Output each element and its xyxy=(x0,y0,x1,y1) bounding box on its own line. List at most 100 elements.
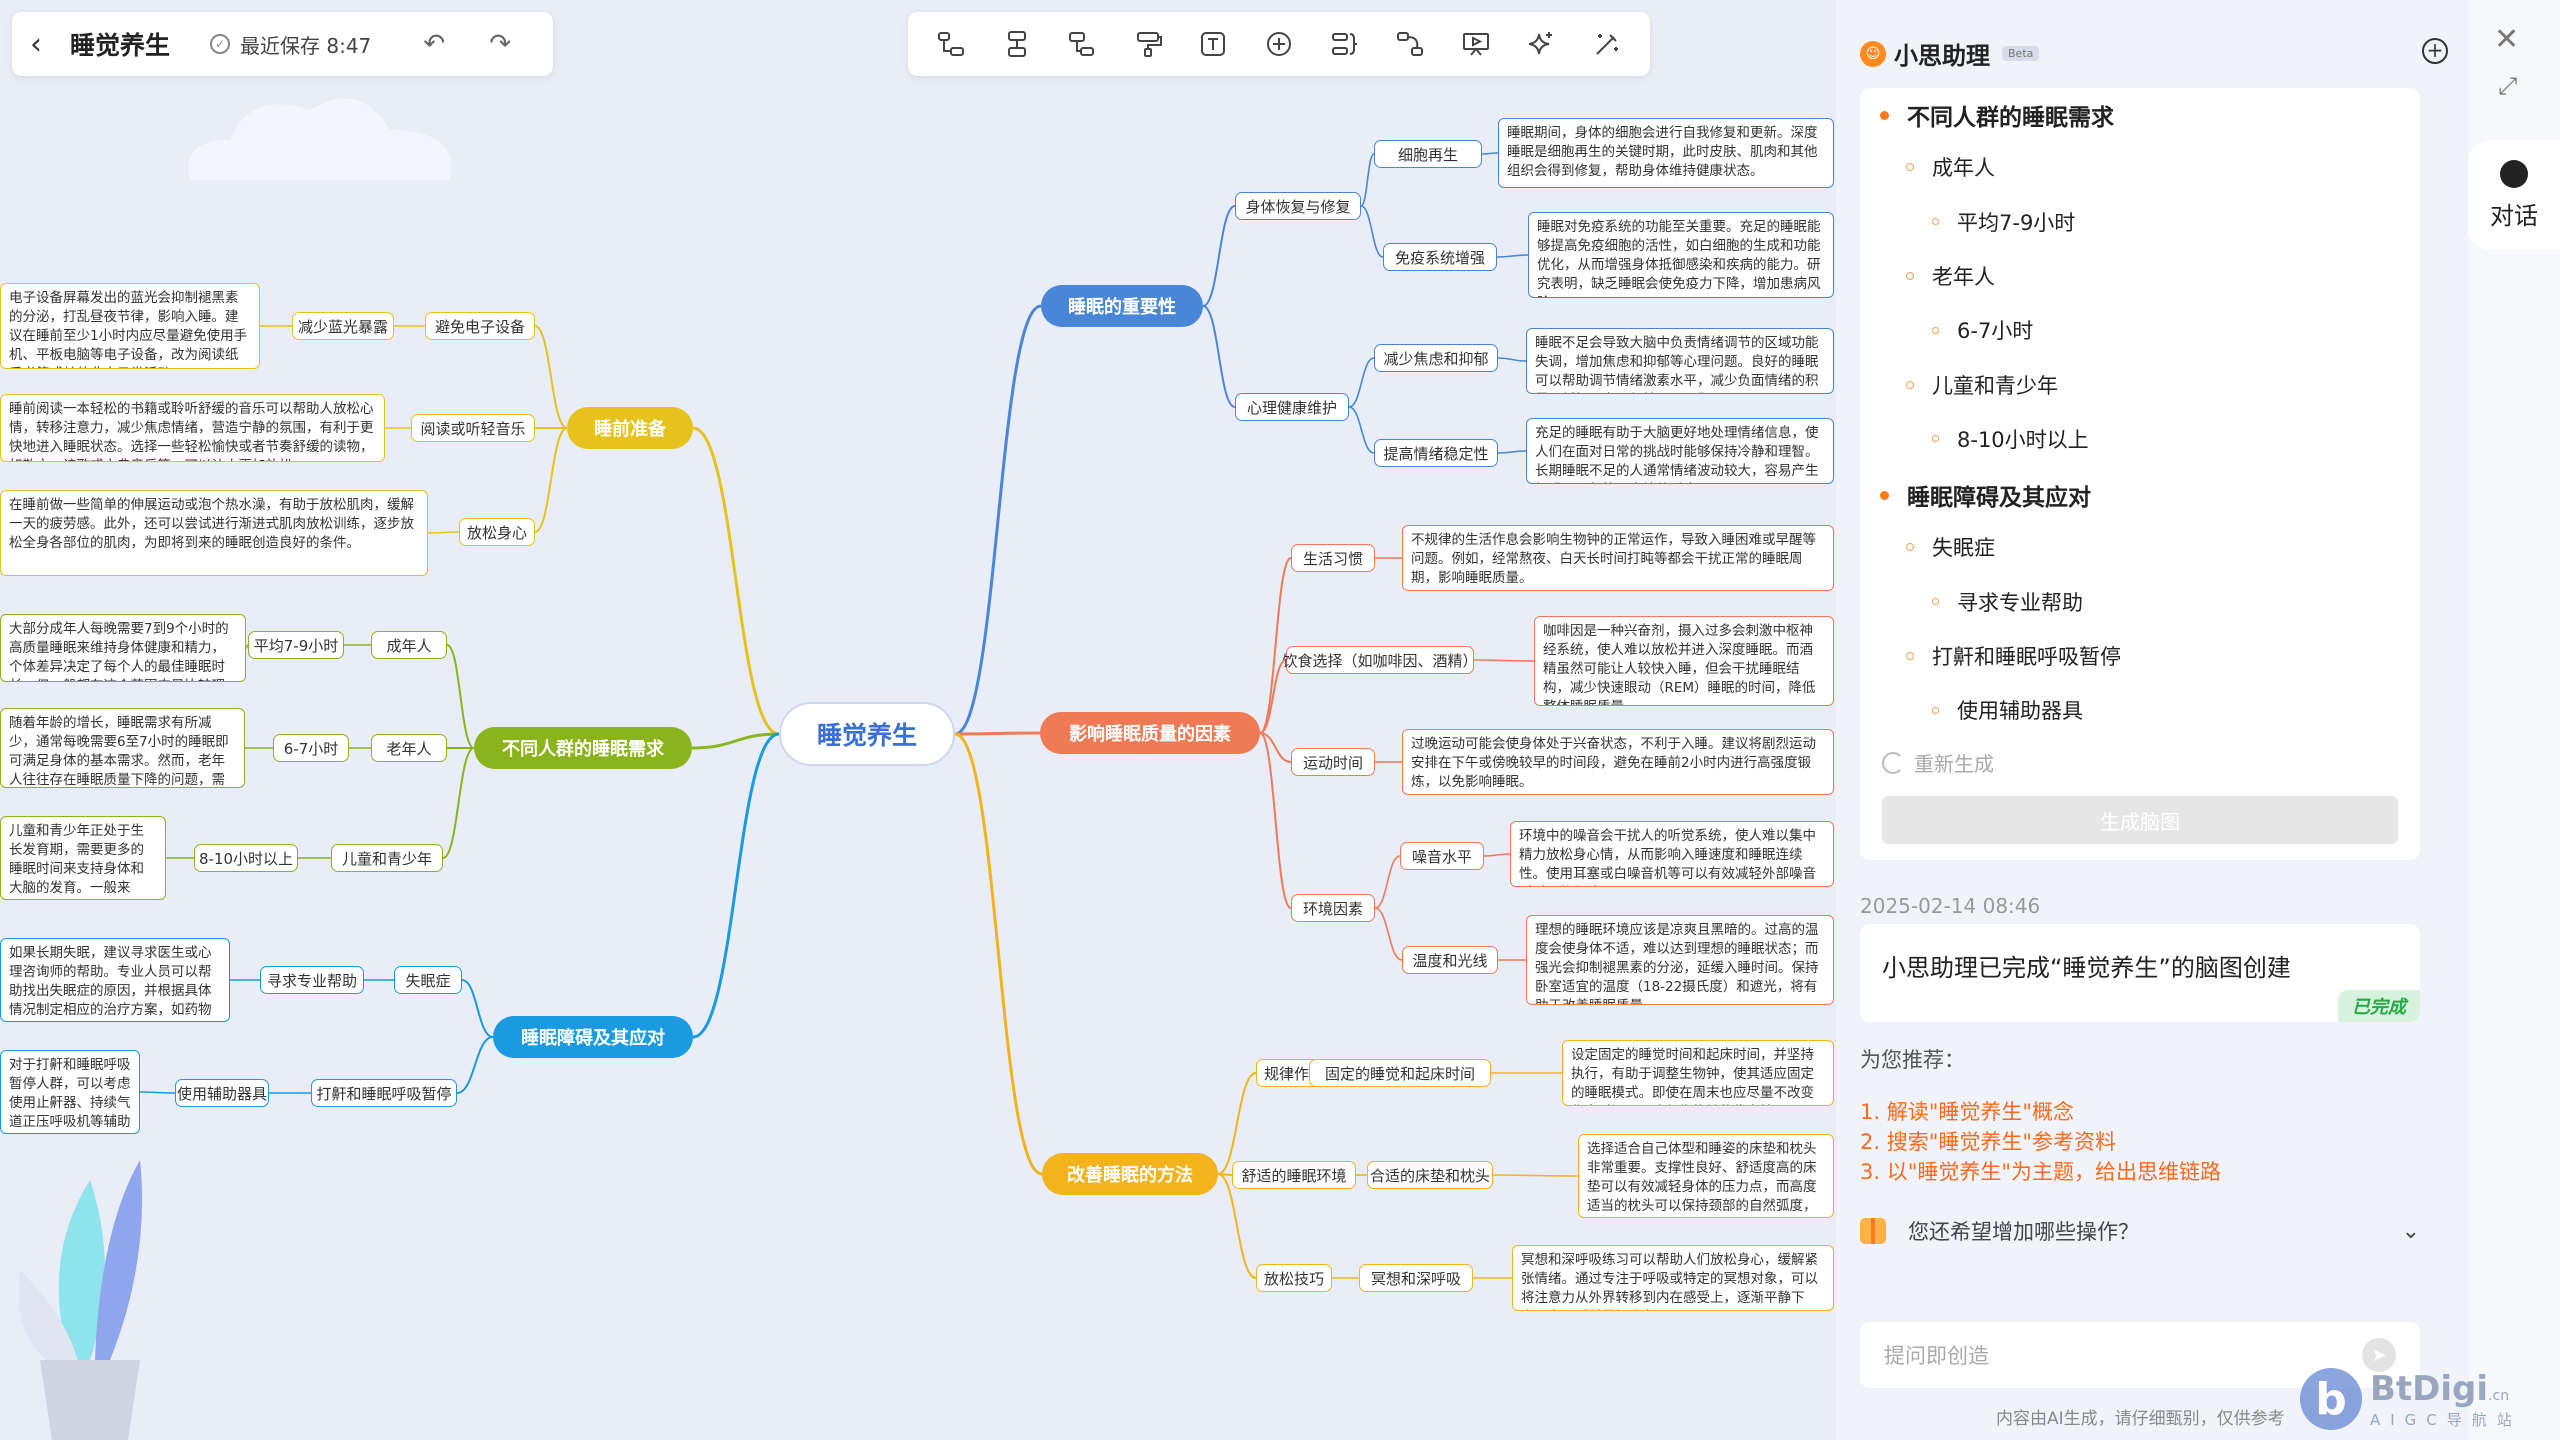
topic-node-4-3[interactable]: 放松身心 xyxy=(459,518,535,546)
magic-wand-icon[interactable] xyxy=(1584,21,1630,67)
leaf-node-6-1-1[interactable]: 寻求专业帮助 xyxy=(260,966,364,994)
leaf-node-4-1-1[interactable]: 减少蓝光暴露 xyxy=(292,312,394,340)
completion-message: 小思助理已完成“睡觉养生”的脑图创建 已完成 xyxy=(1860,924,2420,1022)
redo-icon[interactable]: ↷ xyxy=(489,29,512,59)
new-chat-icon[interactable]: + xyxy=(2422,38,2448,64)
desc-box-1-2-1[interactable]: 睡眠不足会导致大脑中负责情绪调节的区域功能失调，增加焦虑和抑郁等心理问题。良好的… xyxy=(1526,328,1834,394)
topic-node-1-2[interactable]: 心理健康维护 xyxy=(1235,393,1349,421)
desc-box-5-2-1[interactable]: 随着年龄的增长，睡眠需求有所减少，通常每晚需要6至7小时的睡眠即可满足身体的基本… xyxy=(0,708,245,788)
desc-box-1-1-1[interactable]: 睡眠期间，身体的细胞会进行自我修复和更新。深度睡眠是细胞再生的关键时期，此时皮肤… xyxy=(1498,118,1834,188)
link-line xyxy=(954,304,1042,736)
document-title[interactable]: 睡觉养生 xyxy=(70,31,171,60)
format-painter-icon[interactable] xyxy=(1125,21,1171,67)
leaf-node-3-3-1[interactable]: 冥想和深呼吸 xyxy=(1359,1264,1473,1292)
desc-box-3-3-1[interactable]: 冥想和深呼吸练习可以帮助人们放松身心，缓解紧张情绪。通过专注于呼吸或特定的冥想对… xyxy=(1512,1245,1834,1311)
desc-box-1-1-2[interactable]: 睡眠对免疫系统的功能至关重要。充足的睡眠能够提高免疫细胞的活性，如白细胞的生成和… xyxy=(1528,212,1834,298)
link-line xyxy=(1217,1173,1257,1279)
leaf-node-1-1-1[interactable]: 细胞再生 xyxy=(1374,140,1482,168)
ai-sparkle-icon[interactable] xyxy=(1518,21,1564,67)
leaf-node-2-4-1[interactable]: 噪音水平 xyxy=(1400,842,1484,870)
desc-box-2-2[interactable]: 咖啡因是一种兴奋剂，摄入过多会刺激中枢神经系统，使人难以放松并进入深度睡眠。而酒… xyxy=(1534,616,1834,706)
outline-item-text: 使用辅助器具 xyxy=(1957,699,2083,724)
regenerate-button[interactable]: 重新生成 xyxy=(1882,748,1994,777)
send-icon[interactable]: ➤ xyxy=(2362,1338,2396,1372)
chat-tab[interactable]: 对话 xyxy=(2468,140,2560,250)
leaf-node-1-2-1[interactable]: 减少焦虑和抑郁 xyxy=(1374,344,1498,372)
desc-box-2-4-1[interactable]: 环境中的噪音会干扰人的听觉系统，使人难以集中精力放松身心情，从而影响入睡速度和睡… xyxy=(1510,821,1834,887)
desc-box-3-2-1[interactable]: 选择适合自己体型和睡姿的床垫和枕头非常重要。支撑性良好、舒适度高的床垫可以有效减… xyxy=(1578,1134,1834,1218)
topic-node-2-3[interactable]: 运动时间 xyxy=(1291,748,1375,776)
close-icon[interactable]: ✕ xyxy=(2494,22,2520,57)
link-line xyxy=(1259,659,1287,734)
topic-node-2-2[interactable]: 饮食选择（如咖啡因、酒精） xyxy=(1283,646,1478,674)
leaf-node-5-3-1[interactable]: 8-10小时以上 xyxy=(194,844,298,872)
desc-box-4-3[interactable]: 在睡前做一些简单的伸展运动或泡个热水澡，有助于放松肌肉，缓解一天的疲劳感。此外，… xyxy=(0,490,428,576)
desc-box-2-4-2[interactable]: 理想的睡眠环境应该是凉爽且黑暗的。过高的温度会使身体不适，难以达到理想的睡眠状态… xyxy=(1526,915,1834,1005)
link-line xyxy=(442,747,475,859)
generate-mindmap-button[interactable]: 生成脑图 xyxy=(1882,796,2398,844)
desc-box-6-1-1[interactable]: 如果长期失眠，建议寻求医生或心理咨询师的帮助。专业人员可以帮助找出失眠症的原因，… xyxy=(0,938,230,1022)
desc-box-5-3-1[interactable]: 儿童和青少年正处于生长发育期，需要更多的睡眠时间来支持身体和大脑的发育。一般来说… xyxy=(0,816,166,900)
outline-item-level3: 使用辅助器具 xyxy=(1932,695,2083,725)
back-arrow-icon[interactable]: ‹ xyxy=(30,26,42,62)
branch-node-2[interactable]: 影响睡眠质量的因素 xyxy=(1040,712,1260,754)
mindmap-canvas[interactable]: 睡觉养生睡眠的重要性身体恢复与修复细胞再生睡眠期间，身体的细胞会进行自我修复和更… xyxy=(0,0,1836,1440)
desc-box-4-2[interactable]: 睡前阅读一本轻松的书籍或聆听舒缓的音乐可以帮助人放松心情，转移注意力，减少焦虑情… xyxy=(0,394,385,462)
expand-icon[interactable]: ⤢ xyxy=(2498,72,2518,100)
undo-icon[interactable]: ↶ xyxy=(423,29,446,59)
branch-node-5[interactable]: 不同人群的睡眠需求 xyxy=(474,727,692,769)
desc-box-2-1[interactable]: 不规律的生活作息会影响生物钟的正常运作，导致入睡困难或早醒等问题。例如，经常熬夜… xyxy=(1402,525,1834,591)
link-line xyxy=(954,731,1041,736)
topic-node-5-1[interactable]: 成年人 xyxy=(371,631,447,659)
link-icon[interactable] xyxy=(1387,21,1433,67)
sibling-node-icon[interactable] xyxy=(994,21,1040,67)
leaf-node-3-1-1[interactable]: 固定的睡觉和起床时间 xyxy=(1309,1059,1491,1087)
topic-node-2-1[interactable]: 生活习惯 xyxy=(1291,544,1375,572)
branch-node-6[interactable]: 睡眠障碍及其应对 xyxy=(493,1016,693,1058)
leaf-node-5-1-1[interactable]: 平均7-9小时 xyxy=(248,631,344,659)
outline-item-level2: 打鼾和睡眠呼吸暂停 xyxy=(1906,641,2121,671)
leaf-node-2-4-2[interactable]: 温度和光线 xyxy=(1402,946,1498,974)
more-actions-toggle[interactable]: 您还希望增加哪些操作？ ⌄ xyxy=(1860,1216,2420,1246)
topic-node-4-1[interactable]: 避免电子设备 xyxy=(425,312,535,340)
text-icon[interactable] xyxy=(1190,21,1236,67)
outline-item-level2: 老年人 xyxy=(1906,261,1995,291)
branch-node-1[interactable]: 睡眠的重要性 xyxy=(1041,285,1203,327)
bullet-dot-icon xyxy=(1932,598,1939,606)
desc-box-3-1-1[interactable]: 设定固定的睡觉时间和起床时间，并坚持执行，有助于调整生物钟，使其适应固定的睡眠模… xyxy=(1562,1040,1834,1106)
topic-node-4-2[interactable]: 阅读或听轻音乐 xyxy=(411,414,535,442)
topic-node-3-3[interactable]: 放松技巧 xyxy=(1256,1264,1332,1292)
leaf-node-3-2-1[interactable]: 合适的床垫和枕头 xyxy=(1367,1161,1493,1189)
desc-box-1-2-2[interactable]: 充足的睡眠有助于大脑更好地处理情绪信息，使人们在面对日常的挑战时能够保持冷静和理… xyxy=(1526,418,1834,484)
child-node-icon[interactable] xyxy=(928,21,974,67)
topic-node-6-1[interactable]: 失眠症 xyxy=(394,966,462,994)
saved-check-icon: ✓ xyxy=(210,34,231,54)
parent-node-icon[interactable] xyxy=(1059,21,1105,67)
desc-box-5-1-1[interactable]: 大部分成年人每晚需要7到9个小时的高质量睡眠来维持身体健康和精力，个体差异决定了… xyxy=(0,614,246,682)
desc-box-4-1-1[interactable]: 电子设备屏幕发出的蓝光会抑制褪黑素的分泌，打乱昼夜节律，影响入睡。建议在睡前至少… xyxy=(0,283,260,369)
present-icon[interactable] xyxy=(1453,21,1499,67)
branch-node-3[interactable]: 改善睡眠的方法 xyxy=(1042,1153,1218,1195)
recommend-item-2[interactable]: 2. 搜索"睡觉养生"参考资料 xyxy=(1860,1130,2117,1154)
topic-node-1-1[interactable]: 身体恢复与修复 xyxy=(1235,192,1361,220)
link-line xyxy=(456,1036,494,1094)
topic-node-5-2[interactable]: 老年人 xyxy=(371,734,447,762)
topic-node-3-2[interactable]: 舒适的睡眠环境 xyxy=(1232,1161,1356,1189)
leaf-node-1-1-2[interactable]: 免疫系统增强 xyxy=(1383,243,1497,271)
insert-icon[interactable] xyxy=(1256,21,1302,67)
root-node[interactable]: 睡觉养生 xyxy=(779,702,955,766)
summary-icon[interactable] xyxy=(1322,21,1368,67)
desc-box-2-3[interactable]: 过晚运动可能会使身体处于兴奋状态，不利于入睡。建议将剧烈运动安排在下午或傍晚较早… xyxy=(1402,729,1834,795)
branch-node-4[interactable]: 睡前准备 xyxy=(567,407,693,449)
topic-node-2-4[interactable]: 环境因素 xyxy=(1291,894,1375,922)
link-line xyxy=(139,1091,176,1094)
recommend-item-3[interactable]: 3. 以"睡觉养生"为主题，给出思维链路 xyxy=(1860,1160,2222,1184)
desc-box-6-2-1[interactable]: 对于打鼾和睡眠呼吸暂停人群，可以考虑使用止鼾器、持续气道正压呼吸机等辅助器具，如… xyxy=(0,1050,140,1134)
leaf-node-6-2-1[interactable]: 使用辅助器具 xyxy=(175,1079,269,1107)
link-line xyxy=(245,644,249,649)
recommend-item-1[interactable]: 1. 解读"睡觉养生"概念 xyxy=(1860,1100,2075,1124)
leaf-node-1-2-2[interactable]: 提高情绪稳定性 xyxy=(1374,439,1498,467)
topic-node-6-2[interactable]: 打鼾和睡眠呼吸暂停 xyxy=(311,1079,457,1107)
topic-node-5-3[interactable]: 儿童和青少年 xyxy=(331,844,443,872)
leaf-node-5-2-1[interactable]: 6-7小时 xyxy=(273,734,349,762)
